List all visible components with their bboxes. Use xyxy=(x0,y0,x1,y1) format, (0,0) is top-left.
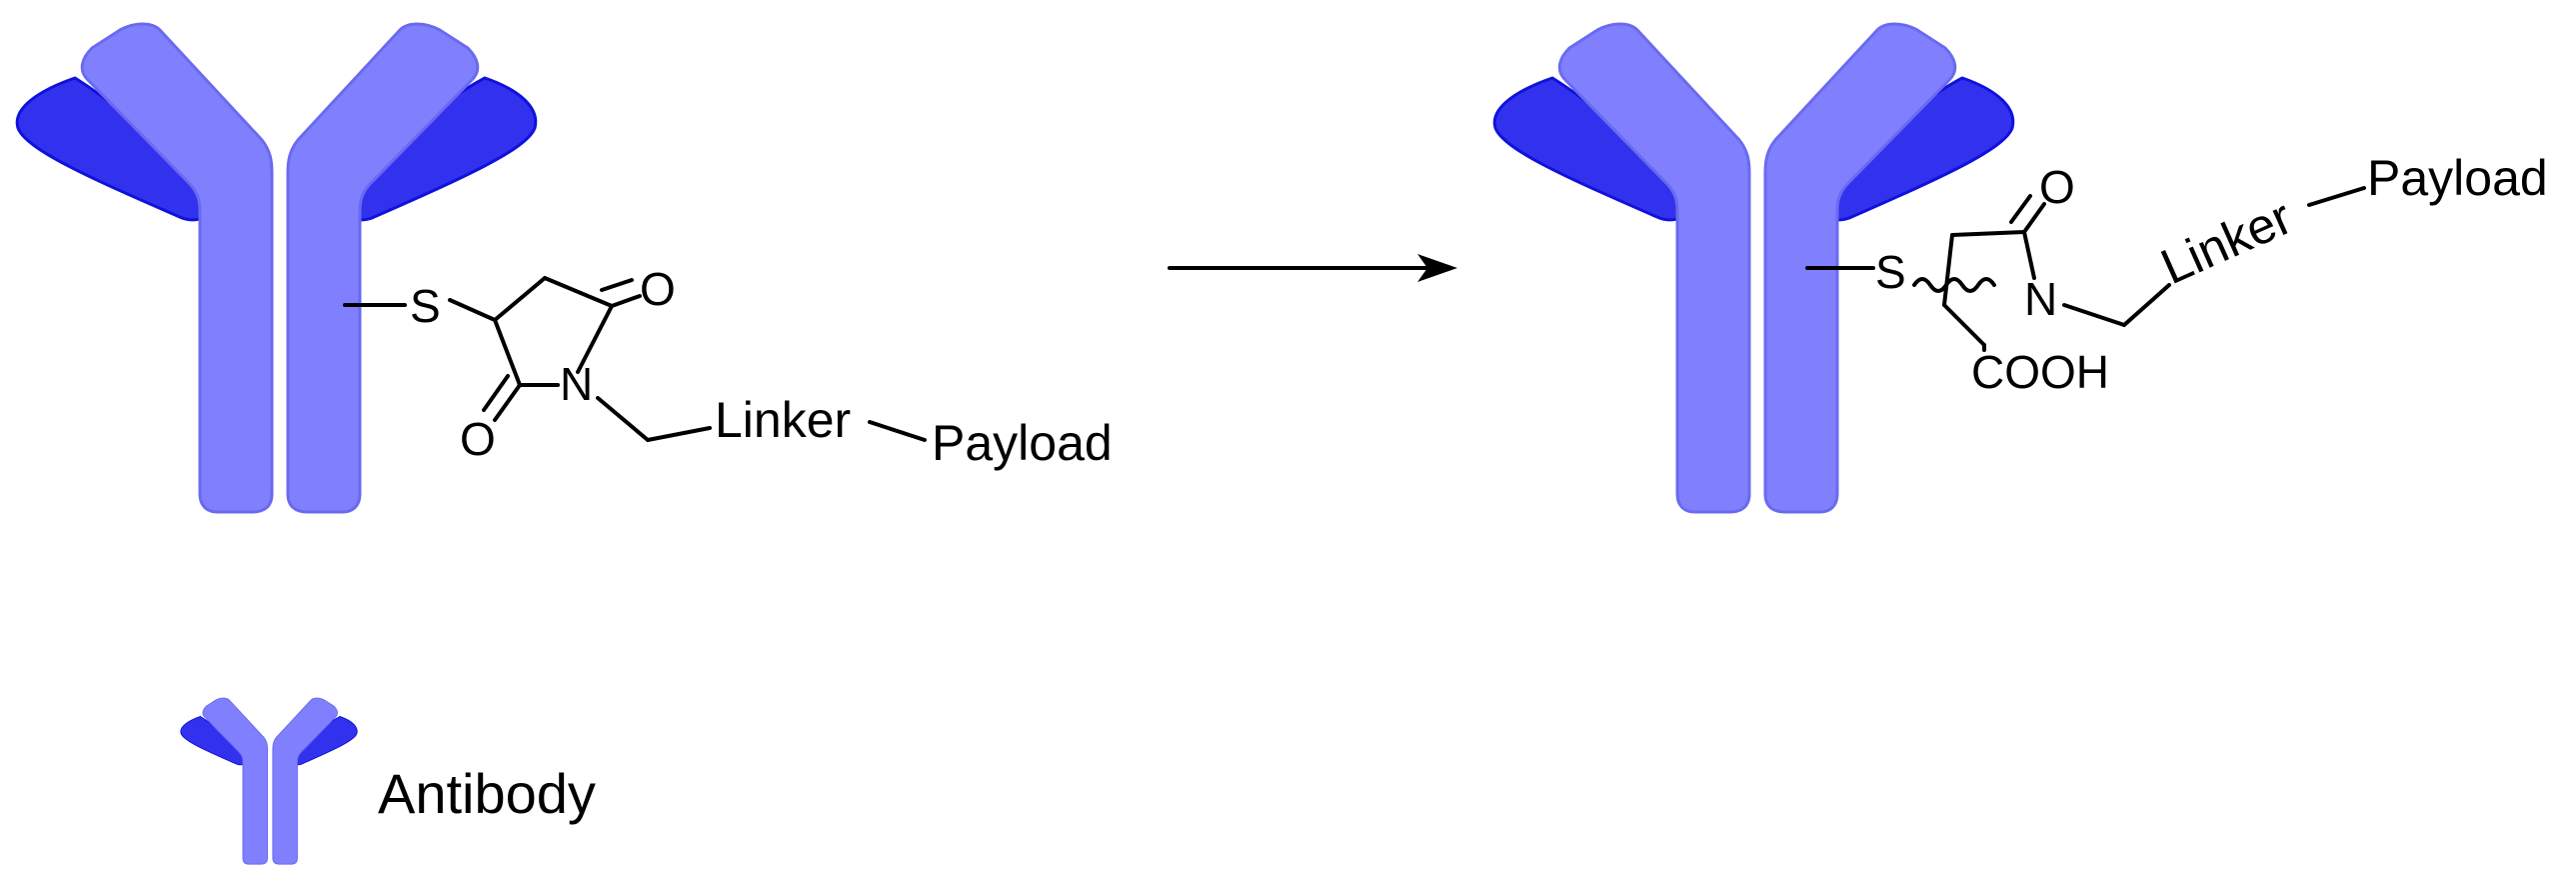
reaction-arrow-icon xyxy=(1168,254,1457,282)
atom-o-bottom-reactant: O xyxy=(460,413,496,465)
reactant-structure: S O O N Linker Payload xyxy=(343,263,1113,471)
atom-o-product: O xyxy=(2039,161,2075,213)
linker-label-reactant: Linker xyxy=(715,392,851,448)
antibody-reactant xyxy=(15,22,538,514)
heavy-chain xyxy=(286,22,480,514)
linker-label-product: Linker xyxy=(2153,188,2300,295)
payload-label-reactant: Payload xyxy=(932,415,1113,471)
atom-s-product: S xyxy=(1875,246,1906,298)
heavy-chain xyxy=(1763,22,1957,514)
carboxylic-acid-label: COOH xyxy=(1971,346,2109,398)
payload-label-product: Payload xyxy=(2367,150,2548,206)
legend-label-antibody: Antibody xyxy=(378,762,596,825)
heavy-chain xyxy=(80,22,274,514)
heavy-chain xyxy=(1557,22,1751,514)
heavy-chain xyxy=(202,697,268,865)
antibody-icon xyxy=(180,697,358,865)
antibody-product xyxy=(1492,22,2015,514)
heavy-chain xyxy=(272,697,338,865)
atom-n-reactant: N xyxy=(560,358,593,410)
atom-s-reactant: S xyxy=(410,280,441,332)
atom-n-product: N xyxy=(2024,273,2057,325)
atom-o-top-reactant: O xyxy=(640,263,676,315)
